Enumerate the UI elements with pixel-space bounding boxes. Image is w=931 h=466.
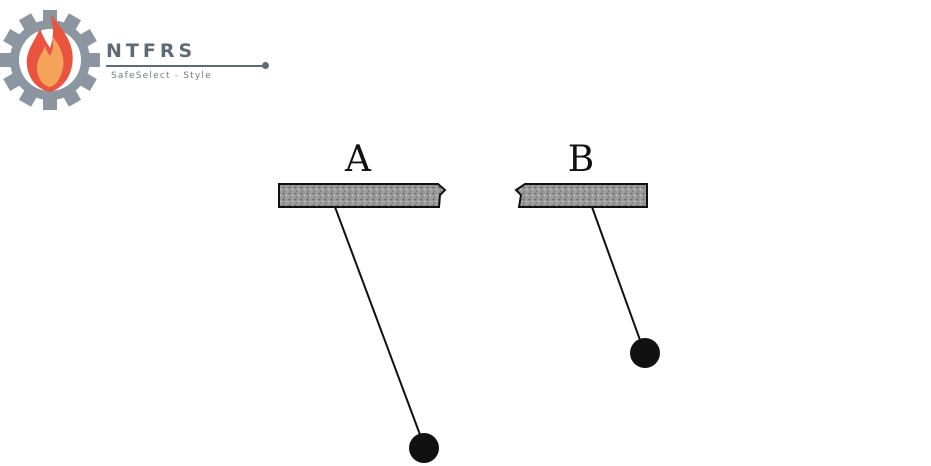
pendulum-label-a: A <box>344 139 372 180</box>
brand-divider-dot <box>262 62 269 69</box>
brand-tagline: SafeSelect - Style <box>111 71 212 81</box>
pendulum-b: B <box>514 139 660 368</box>
string-b <box>591 206 641 341</box>
brand-logo: NTFRS SafeSelect - Style <box>0 0 280 115</box>
bob-b <box>630 338 660 368</box>
support-bar-b <box>514 183 648 208</box>
brand-divider <box>106 65 264 67</box>
brand-name: NTFRS <box>106 40 197 62</box>
pendulum-label-b: B <box>568 139 594 180</box>
bob-a <box>409 433 439 463</box>
support-bar-a <box>278 183 447 208</box>
string-a <box>334 206 423 441</box>
gear-flame-icon <box>0 10 100 110</box>
pendulum-a: A <box>278 139 447 463</box>
